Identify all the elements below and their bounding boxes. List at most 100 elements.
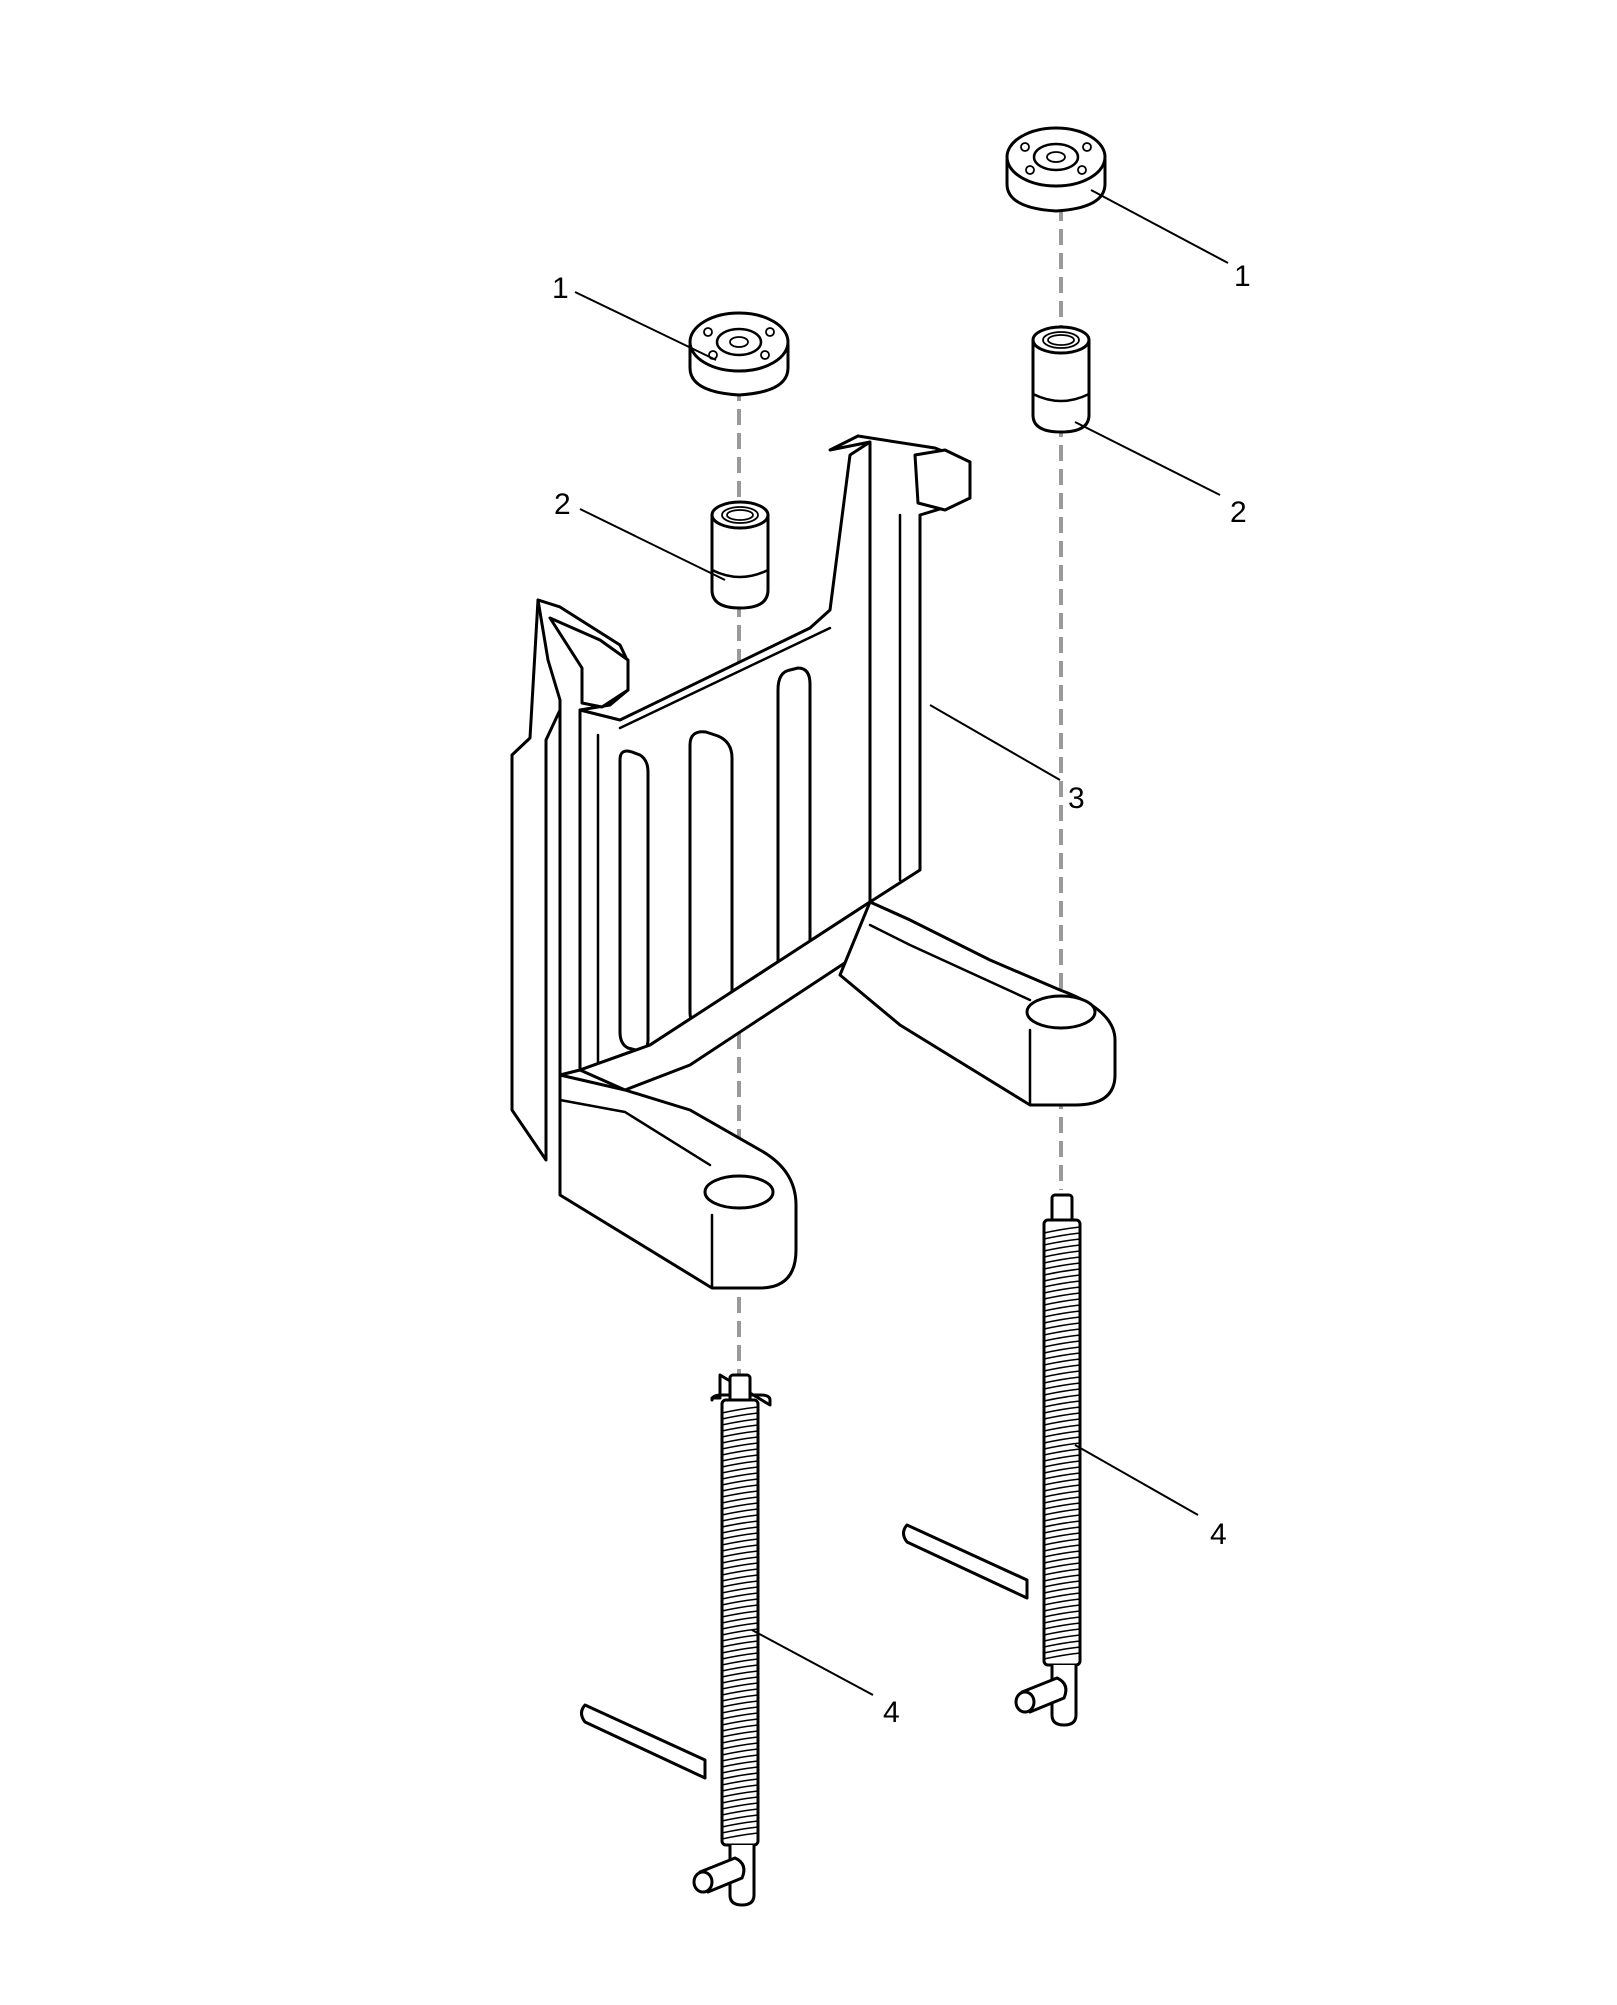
thread-line xyxy=(721,1604,759,1612)
thread-line xyxy=(721,1754,759,1762)
frame-slot-2 xyxy=(688,730,734,1032)
bushing-right-top xyxy=(1031,325,1091,355)
thread-line xyxy=(721,1658,759,1666)
callout-part2-left: 2 xyxy=(554,488,571,521)
thread-line xyxy=(721,1418,759,1426)
thread-line xyxy=(1043,1460,1081,1468)
thread-line xyxy=(721,1802,759,1810)
thread-line xyxy=(721,1430,759,1438)
thread-line xyxy=(721,1808,759,1816)
thread-line xyxy=(721,1748,759,1756)
thread-line xyxy=(1043,1532,1081,1540)
thread-line xyxy=(1043,1256,1081,1264)
washer-left-pin xyxy=(703,327,713,337)
thread-line xyxy=(1043,1538,1081,1546)
thread-line xyxy=(1043,1334,1081,1342)
thread-line xyxy=(1043,1454,1081,1462)
washer-left-pin xyxy=(765,327,775,337)
thread-line xyxy=(721,1778,759,1786)
thread-line xyxy=(721,1664,759,1672)
thread-line xyxy=(721,1448,759,1456)
thread-line xyxy=(1043,1652,1081,1660)
thread-line xyxy=(721,1514,759,1522)
thread-line xyxy=(721,1724,759,1732)
thread-line xyxy=(1043,1328,1081,1336)
thread-line xyxy=(1043,1376,1081,1384)
frame-left-upright xyxy=(536,598,630,1077)
thread-line xyxy=(721,1760,759,1768)
thread-line xyxy=(721,1610,759,1618)
washer-right-pin xyxy=(1082,142,1092,152)
thread-line xyxy=(1043,1514,1081,1522)
washer-right-pin xyxy=(1077,165,1087,175)
washer-right xyxy=(1005,126,1107,213)
leader-part3 xyxy=(929,704,1061,781)
thread-line xyxy=(721,1682,759,1690)
thread-line xyxy=(1043,1442,1081,1450)
thread-line xyxy=(1043,1568,1081,1576)
thread-line xyxy=(721,1730,759,1738)
callout-part2-right: 2 xyxy=(1230,496,1247,529)
rod-left-crossbar-end xyxy=(692,1870,714,1894)
frame-slot-1 xyxy=(618,749,650,1052)
thread-line xyxy=(1043,1364,1081,1372)
washer-right-pin xyxy=(1020,142,1030,152)
thread-line xyxy=(721,1532,759,1540)
thread-line xyxy=(721,1490,759,1498)
thread-line xyxy=(721,1700,759,1708)
thread-line xyxy=(1043,1316,1081,1324)
thread-line xyxy=(1043,1388,1081,1396)
thread-line xyxy=(1043,1406,1081,1414)
callout-part3: 3 xyxy=(1068,782,1085,815)
thread-line xyxy=(721,1628,759,1636)
thread-line xyxy=(1043,1634,1081,1642)
thread-line xyxy=(721,1772,759,1780)
thread-line xyxy=(1043,1478,1081,1486)
callout-part4-right: 4 xyxy=(1210,1518,1227,1551)
thread-line xyxy=(721,1742,759,1750)
thread-line xyxy=(721,1586,759,1594)
rod-left-handle xyxy=(580,1703,707,1780)
thread-line xyxy=(721,1502,759,1510)
washer-left-pin xyxy=(760,350,770,360)
thread-line xyxy=(1043,1352,1081,1360)
bushing-right-thread xyxy=(1047,334,1075,346)
thread-line xyxy=(721,1550,759,1558)
thread-line xyxy=(1043,1268,1081,1276)
washer-left-bore xyxy=(715,327,763,357)
thread-line xyxy=(1043,1448,1081,1456)
thread-line xyxy=(721,1496,759,1504)
thread-line xyxy=(721,1646,759,1654)
bushing-left-top xyxy=(710,500,770,530)
frame-right-foot-hole xyxy=(1025,994,1097,1030)
washer-right-center xyxy=(1046,151,1066,163)
thread-line xyxy=(1043,1640,1081,1648)
frame-left-foot xyxy=(558,1073,798,1290)
thread-line xyxy=(1043,1292,1081,1300)
frame-left-foot-top-edge xyxy=(558,1098,712,1167)
callout-part1-right: 1 xyxy=(1234,260,1251,293)
thread-line xyxy=(1043,1436,1081,1444)
thread-line xyxy=(1043,1646,1081,1654)
thread-line xyxy=(1043,1622,1081,1630)
thread-line xyxy=(1043,1370,1081,1378)
thread-line xyxy=(1043,1628,1081,1636)
thread-line xyxy=(721,1544,759,1552)
washer-right-pin xyxy=(1025,165,1035,175)
rod-left-threads xyxy=(721,1406,759,1840)
thread-line xyxy=(721,1670,759,1678)
thread-line xyxy=(1043,1244,1081,1252)
bushing-left-thread xyxy=(726,509,754,521)
thread-line xyxy=(1043,1346,1081,1354)
washer-left xyxy=(688,311,790,397)
thread-line xyxy=(1043,1544,1081,1552)
leader-part4-left xyxy=(751,1629,874,1696)
thread-line xyxy=(721,1736,759,1744)
thread-line xyxy=(1043,1232,1081,1240)
bushing-right-collar xyxy=(1031,392,1091,403)
frame-right-foot xyxy=(838,900,1117,1107)
thread-line xyxy=(721,1622,759,1630)
thread-line xyxy=(1043,1238,1081,1246)
